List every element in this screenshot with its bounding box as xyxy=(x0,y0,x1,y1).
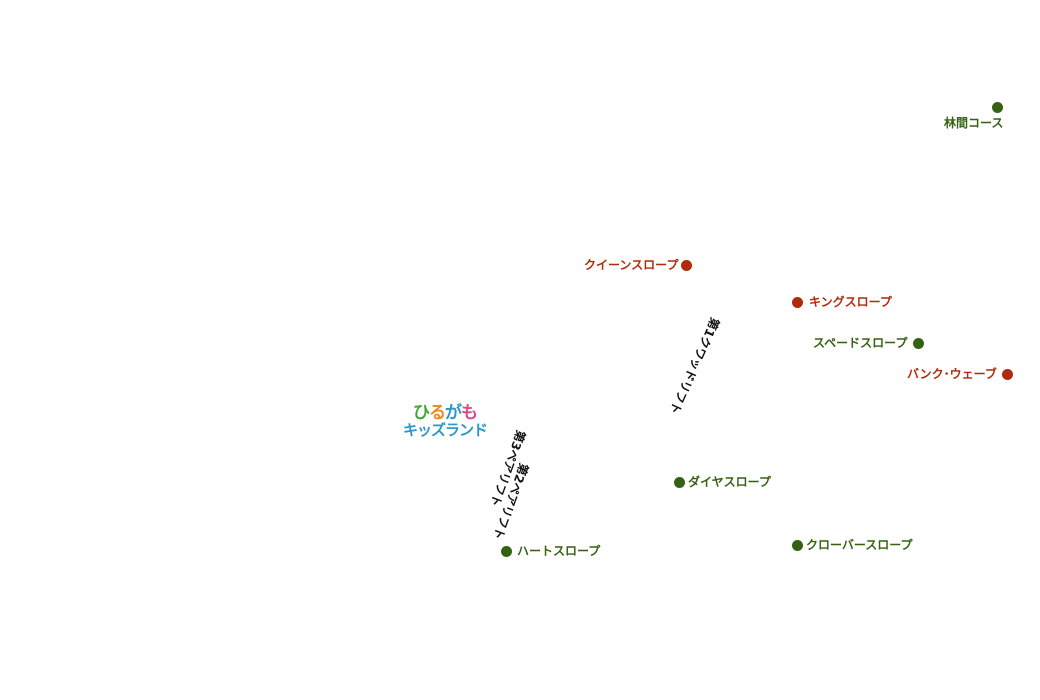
course-label: スペードスロープ xyxy=(813,336,908,350)
logo-char: も xyxy=(461,403,478,423)
course-label: バンク･ウェーブ xyxy=(907,367,997,381)
logo-char: が xyxy=(445,403,462,423)
course-rinkan[interactable]: 林間コース xyxy=(944,102,1004,130)
course-marker-green-icon xyxy=(913,337,925,349)
logo-char: る xyxy=(429,403,446,423)
kidsland-logo: ひるがも キッズランド xyxy=(400,405,490,438)
course-label: クイーンスロープ xyxy=(584,258,679,272)
lift-1-quad[interactable]: 第1クワッドリフト xyxy=(666,315,722,417)
course-marker-green-icon xyxy=(501,545,512,557)
course-marker-red-icon xyxy=(1001,368,1013,380)
course-marker-green-icon xyxy=(674,476,685,488)
logo-char: ひ xyxy=(413,403,430,423)
course-label: クローバースロープ xyxy=(806,538,913,552)
course-label: ハートスロープ xyxy=(517,544,601,558)
course-king[interactable]: キングスロープ xyxy=(792,295,892,309)
course-marker-green-icon xyxy=(792,539,803,551)
course-label: ダイヤスロープ xyxy=(688,475,771,489)
course-heart[interactable]: ハートスロープ xyxy=(501,544,600,558)
course-label: 林間コース xyxy=(944,116,1004,130)
course-marker-green-icon xyxy=(992,102,1004,113)
course-label: キングスロープ xyxy=(809,295,892,309)
course-diamond[interactable]: ダイヤスロープ xyxy=(674,475,771,489)
logo-top-text: ひるがも xyxy=(400,405,490,422)
course-queen[interactable]: クイーンスロープ xyxy=(584,258,693,272)
course-spade[interactable]: スペードスロープ xyxy=(813,336,925,350)
logo-bottom-text: キッズランド xyxy=(402,421,488,439)
course-bank-wave[interactable]: バンク･ウェーブ xyxy=(907,367,1013,381)
course-marker-red-icon xyxy=(681,259,693,271)
course-clover[interactable]: クローバースロープ xyxy=(792,538,913,552)
course-marker-red-icon xyxy=(792,296,803,308)
